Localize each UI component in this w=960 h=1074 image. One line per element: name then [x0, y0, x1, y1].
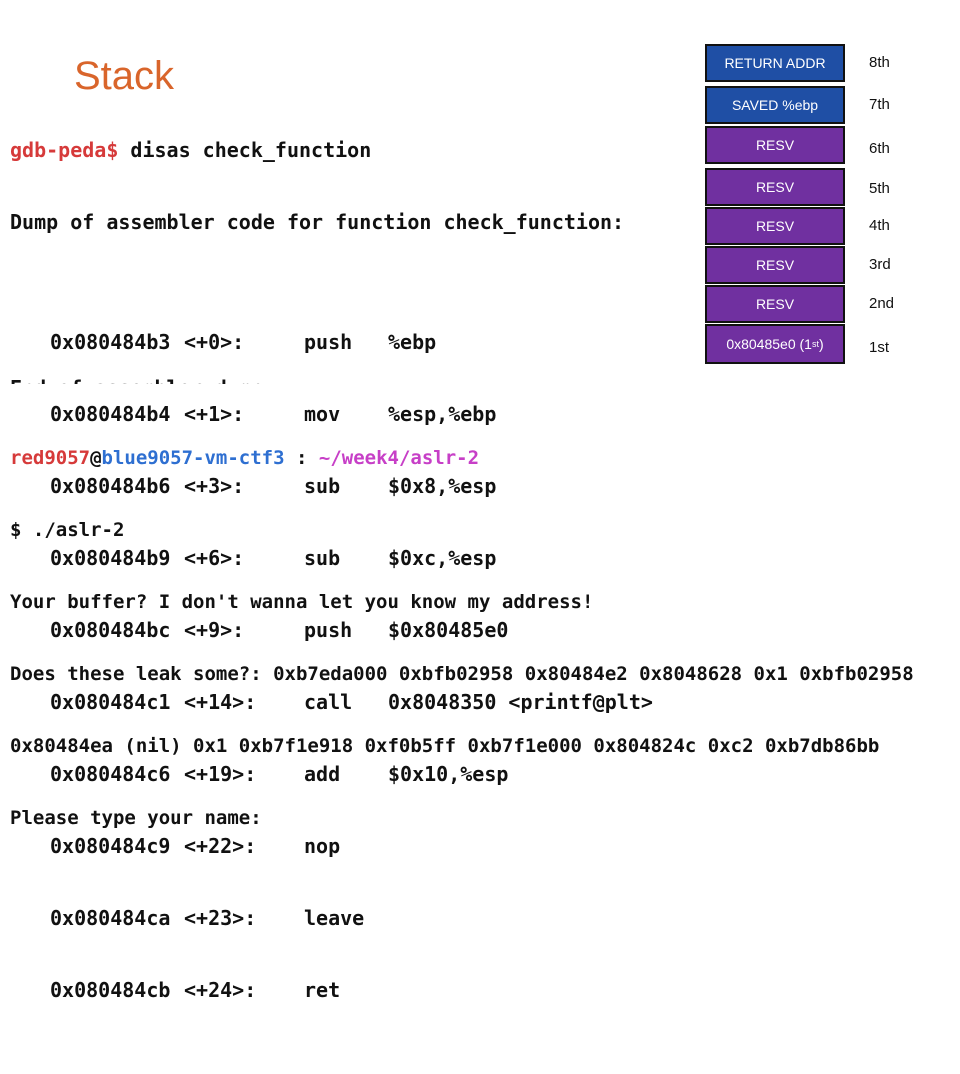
stack-ordinal: 7th [869, 96, 890, 113]
shell-output-line: 0x80484ea (nil) 0x1 0xb7f1e918 0xf0b5ff … [10, 735, 880, 757]
stack-slot-resv: RESV [705, 285, 845, 323]
instruction-row: 0x080484b3<+0>:push%ebp [50, 330, 437, 354]
stack-ordinal: 1st [869, 339, 890, 356]
stack-ordinal: 4th [869, 217, 890, 234]
shell-user: red9057 [10, 447, 91, 469]
shell-at: @ [90, 447, 102, 469]
stack-slot-resv: RESV [705, 168, 845, 206]
stack-ordinal: 5th [869, 180, 890, 197]
shell-prompt-line: red9057@blue9057-vm-ctf3 : ~/week4/aslr-… [10, 446, 914, 470]
slide-title: Stack [74, 54, 175, 98]
instruction-row: 0x080484b6<+3>:sub$0x8,%esp [50, 474, 497, 498]
shell-output: red9057@blue9057-vm-ctf3 : ~/week4/aslr-… [10, 398, 914, 854]
stack-ordinal: 6th [869, 140, 890, 157]
stack-slot-resv: RESV [705, 246, 845, 284]
gdb-command-line: gdb-peda$ disas check_function [10, 138, 653, 162]
stack-slot-resv: RESV [705, 126, 845, 164]
stack-ordinal: 2nd [869, 295, 895, 312]
stack-ordinal: 8th [869, 54, 890, 71]
stack-slot-saved-ebp: SAVED %ebp [705, 86, 845, 124]
shell-command: $ ./aslr-2 [10, 519, 125, 541]
shell-sep: : [284, 447, 319, 469]
stack-slot-return-addr: RETURN ADDR [705, 44, 845, 82]
instruction-row: 0x080484ca<+23>:leave [50, 906, 365, 930]
shell-path: ~/week4/aslr-2 [318, 447, 480, 469]
gdb-command: disas check_function [118, 138, 372, 162]
stack-slot-resv: RESV [705, 207, 845, 245]
shell-host: blue9057-vm-ctf3 [101, 447, 285, 469]
shell-output-line: Please type your name: [10, 807, 262, 829]
shell-output-line: Your buffer? I don't wanna let you know … [10, 591, 594, 613]
gdb-prompt: gdb-peda$ [10, 138, 119, 162]
shell-output-line: Does these leak some?: 0xb7eda000 0xbfb0… [10, 663, 914, 685]
dump-footer-cropped: End of assembler dump. [10, 376, 270, 384]
instruction-row: 0x080484b4<+1>:mov%esp,%ebp [50, 402, 497, 426]
dump-header: Dump of assembler code for function chec… [10, 210, 625, 234]
instruction-row: 0x080484cb<+24>:ret [50, 978, 341, 1002]
stack-ordinal: 3rd [869, 256, 891, 273]
